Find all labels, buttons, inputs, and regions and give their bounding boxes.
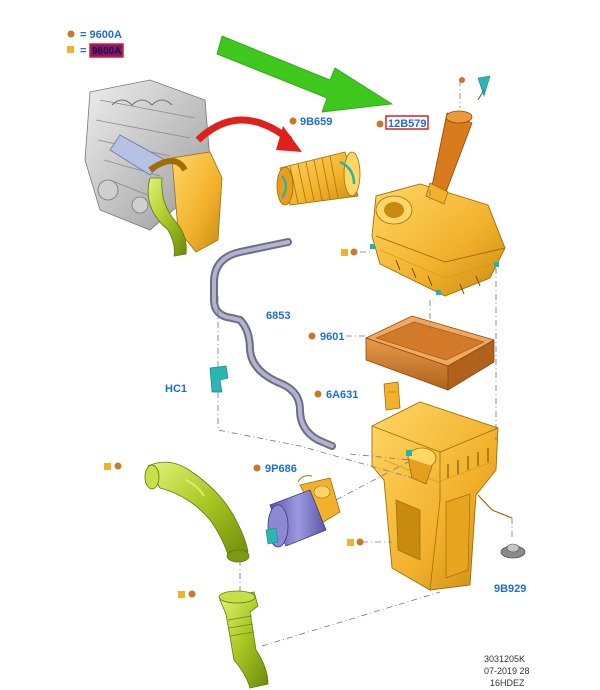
callout-duct-lower-marker: [178, 590, 196, 598]
label-9b659: 9B659: [300, 116, 332, 128]
callout-12b579: 12B579: [376, 115, 429, 130]
legend-square-marker: [67, 46, 74, 53]
label-12b579-highlight: [385, 115, 429, 130]
label-6853: 6853: [266, 310, 290, 322]
legend-circle-marker: [67, 30, 75, 38]
callout-housing-marker: [347, 538, 364, 546]
air-box-lower-housing: [371, 401, 513, 591]
callout-9b659: 9B659: [289, 116, 332, 128]
label-9601: 9601: [320, 331, 344, 343]
sensor-12b579: [431, 75, 491, 193]
callout-duct-upper-marker: [104, 462, 122, 470]
grommet-9b929: [500, 543, 526, 559]
filter-element-9601: [364, 315, 496, 391]
footer-line-3: 16HDEZ: [490, 678, 525, 688]
legend: = 9600A = 9600A: [67, 29, 124, 58]
callout-9601: 9601: [308, 331, 344, 343]
intake-duct-lower: [218, 590, 269, 689]
callout-9b929: 9B929: [494, 583, 526, 595]
drawing-reference: 3031205K 07-2019 28 16HDEZ: [484, 654, 530, 688]
engine-block: [84, 79, 223, 257]
valve-9p686: [265, 475, 341, 548]
callout-6a631: 6A631: [314, 389, 358, 401]
breather-tube-6853: [210, 238, 336, 450]
legend-highlight-box: [89, 43, 124, 58]
leader-lines: [217, 80, 513, 647]
callout-cover-marker: [341, 248, 358, 256]
legend-square-code: 9600A: [92, 46, 121, 57]
label-9b929: 9B929: [494, 583, 526, 595]
callout-9p686: 9P686: [253, 463, 297, 475]
label-hc1: HC1: [165, 383, 187, 395]
seal-6a631: [383, 381, 401, 411]
legend-square-eq: =: [80, 45, 86, 57]
label-9p686: 9P686: [265, 463, 297, 475]
hose-9b659: [276, 151, 361, 206]
callout-hc1: HC1: [165, 383, 187, 395]
clip-hc1: [209, 365, 229, 393]
footer-line-1: 3031205K: [484, 654, 525, 664]
air-box-cover: [370, 182, 506, 297]
green-pointer-arrow: [216, 35, 394, 113]
red-curved-arrow: [195, 116, 302, 152]
callout-6853: 6853: [266, 310, 290, 322]
footer-line-2: 07-2019 28: [484, 666, 530, 676]
label-12b579: 12B579: [388, 118, 427, 130]
legend-circle-text: = 9600A: [80, 29, 122, 41]
resonator-duct-upper: [144, 461, 250, 563]
label-6a631: 6A631: [326, 389, 358, 401]
